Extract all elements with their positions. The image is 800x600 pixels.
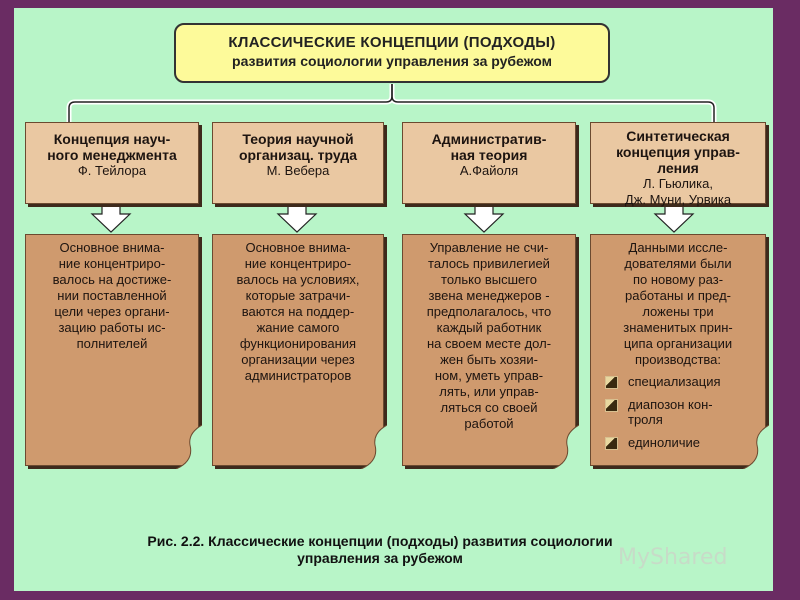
page-curl-icon: [361, 425, 387, 469]
concept-body-fayol: Управление не счи- талось привилегией то…: [402, 234, 579, 469]
heading-author: М. Вебера: [266, 163, 330, 178]
body-text: Основное внима- ние концентриро- валось …: [52, 240, 172, 351]
body-text: Основное внима- ние концентриро- валось …: [236, 240, 360, 383]
page-curl-icon: [553, 425, 579, 469]
concept-body-synthetic: Данными иссле- дователями были по новому…: [590, 234, 769, 469]
concept-heading-taylor: Концепция науч- ного менеджмента Ф. Тейл…: [25, 122, 199, 204]
list-item: специализация: [605, 374, 765, 389]
heading-text: Синтетическая концепция управ- ления: [616, 128, 740, 176]
concept-body-weber: Основное внима- ние концентриро- валось …: [212, 234, 387, 469]
title-line-2: развития социологии управления за рубежо…: [232, 53, 552, 69]
concept-heading-synthetic: Синтетическая концепция управ- ления Л. …: [590, 122, 766, 207]
heading-text: Теория научной организац. труда: [238, 131, 358, 163]
concept-body-taylor: Основное внима- ние концентриро- валось …: [25, 234, 202, 469]
bullet-icon: [605, 376, 618, 389]
body-text: Управление не счи- талось привилегией то…: [426, 240, 552, 431]
list-item: единоличие: [605, 435, 765, 450]
page-curl-icon: [743, 425, 769, 469]
list-item: диапозон кон- троля: [605, 397, 765, 427]
bullet-icon: [605, 437, 618, 450]
body-text: Данными иссле- дователями были по новому…: [623, 240, 733, 367]
down-arrows: [90, 203, 695, 233]
heading-author: Ф. Тейлора: [77, 163, 147, 178]
figure-caption: Рис. 2.2. Классические концепции (подход…: [147, 533, 613, 566]
concept-heading-weber: Теория научной организац. труда М. Вебер…: [212, 122, 384, 204]
bullet-icon: [605, 399, 618, 412]
page-curl-icon: [176, 425, 202, 469]
concept-heading-fayol: Административ- ная теория А.Файоля: [402, 122, 576, 204]
title-line-1: КЛАССИЧЕСКИЕ КОНЦЕПЦИИ (ПОДХОДЫ): [228, 34, 556, 51]
heading-author: А.Файоля: [459, 163, 519, 178]
heading-text: Концепция науч- ного менеджмента: [47, 131, 177, 163]
diagram-title: КЛАССИЧЕСКИЕ КОНЦЕПЦИИ (ПОДХОДЫ) развити…: [174, 23, 610, 83]
watermark: MyShared: [618, 545, 728, 570]
heading-text: Административ- ная теория: [431, 131, 547, 163]
principles-list: специализация диапозон кон- троля единол…: [591, 374, 765, 450]
heading-author: Л. Гьюлика, Дж. Муни, Урвика: [624, 176, 732, 207]
